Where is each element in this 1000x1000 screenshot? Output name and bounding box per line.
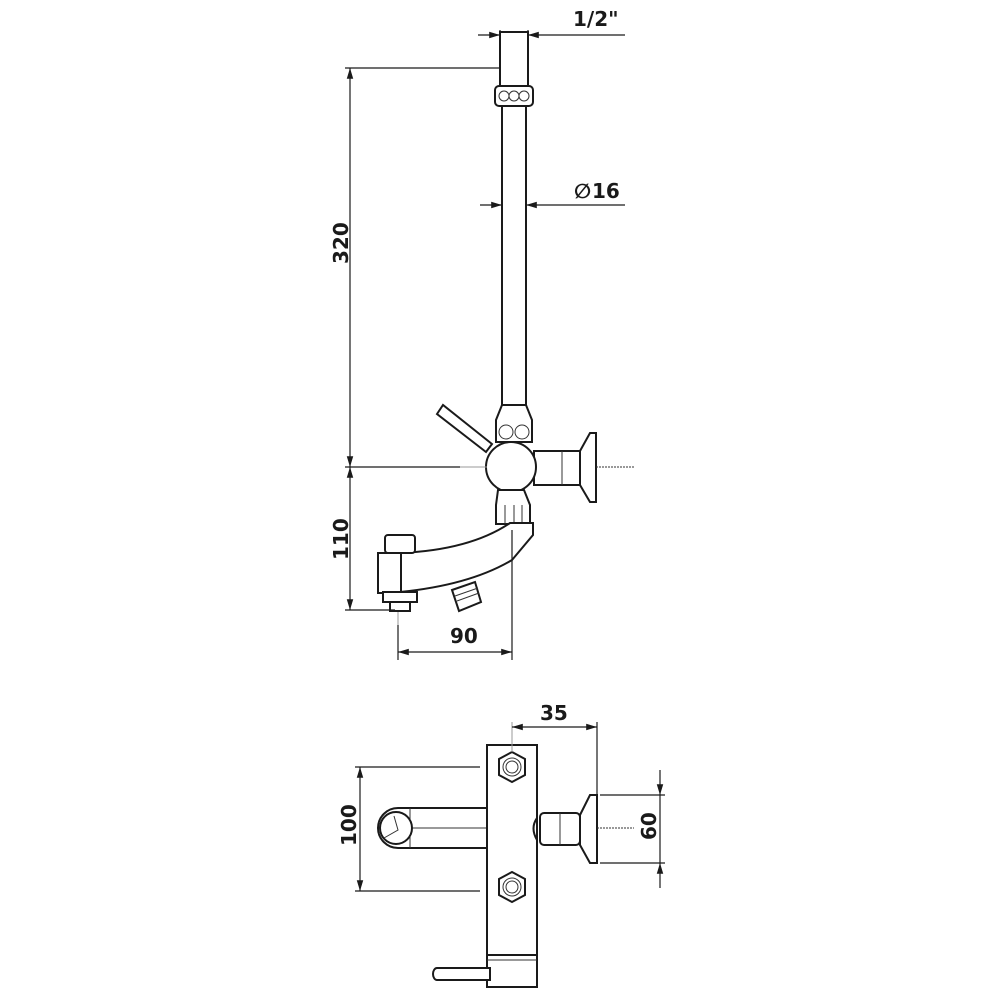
dimension-height-upper: 320 — [329, 67, 500, 468]
dimension-thread: 1/2" — [478, 7, 625, 40]
mixer-body — [485, 441, 537, 525]
dimension-depth: 35 — [511, 701, 598, 795]
dim-projection-label: 90 — [450, 624, 478, 648]
dim-centers-label: 100 — [337, 804, 361, 846]
dimension-flange: 60 — [600, 770, 665, 888]
top-view: 35 100 60 — [337, 701, 665, 988]
dim-height-upper-label: 320 — [329, 222, 353, 264]
dim-height-lower-label: 110 — [329, 518, 353, 560]
dimension-height-lower: 110 — [329, 467, 395, 611]
spout-top — [377, 807, 489, 849]
body-top — [432, 744, 538, 988]
dim-flange-label: 60 — [637, 812, 661, 840]
inlet-nut-bottom — [498, 870, 526, 904]
mixer-lever — [435, 403, 494, 454]
dimension-centers: 100 — [337, 766, 480, 892]
diameter-symbol: ∅ — [574, 179, 591, 203]
riser-pipe — [494, 31, 534, 443]
inlet-nut-top — [498, 750, 526, 784]
wall-connector-top — [532, 794, 634, 864]
side-view: 1/2" ∅ 16 320 110 90 — [329, 7, 634, 660]
dimension-projection: 90 — [397, 530, 513, 660]
dimension-diameter: ∅ 16 — [480, 179, 625, 209]
spout — [377, 522, 534, 613]
dim-diameter-label: 16 — [592, 179, 620, 203]
wall-connector — [533, 432, 634, 503]
dim-depth-label: 35 — [540, 701, 568, 725]
dim-thread-label: 1/2" — [573, 7, 619, 31]
